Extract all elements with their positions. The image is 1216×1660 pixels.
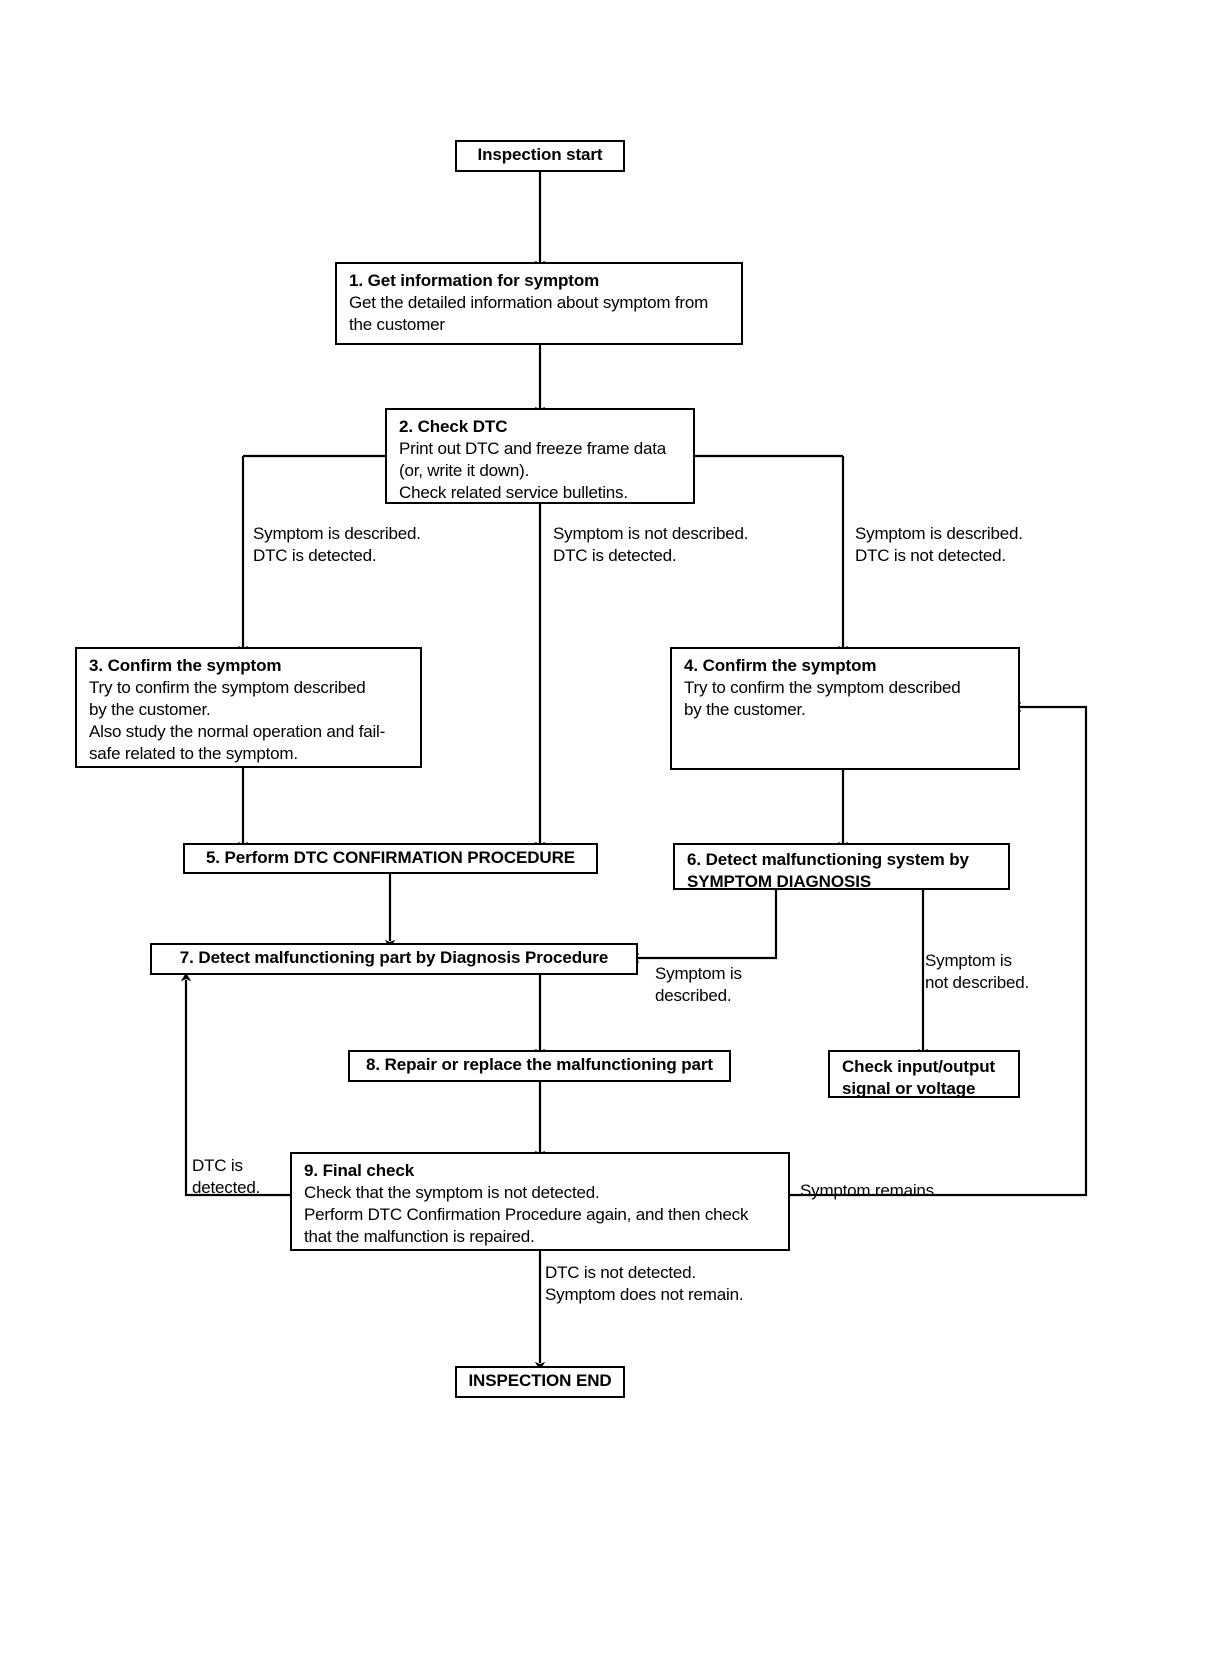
edge-step6-to-step7 [630, 889, 778, 964]
edge-label-symptom-not-described: Symptom is not described. [925, 951, 1029, 993]
node-step2-body: Print out DTC and freeze frame data (or,… [399, 439, 667, 503]
node-step8[interactable]: 8. Repair or replace the malfunctioning … [348, 1050, 731, 1082]
edge-label-branch-left: Symptom is described. DTC is detected. [253, 524, 421, 566]
edge-label-branch-middle: Symptom is not described. DTC is detecte… [553, 524, 749, 566]
node-step9-title: 9. Final check [304, 1161, 415, 1180]
node-step4-title: 4. Confirm the symptom [684, 656, 877, 675]
edge-label-dtc-detected: DTC is detected. [192, 1156, 261, 1198]
edge-label-final-pass: DTC is not detected. Symptom does not re… [545, 1263, 744, 1305]
edge-label-symptom-remains: Symptom remains. [800, 1181, 939, 1200]
node-step4[interactable]: 4. Confirm the symptom Try to confirm th… [670, 647, 1020, 770]
node-step3-title: 3. Confirm the symptom [89, 656, 282, 675]
edge-label-symptom-described: Symptom is described. [655, 964, 742, 1006]
node-step1-body: Get the detailed information about sympt… [349, 293, 709, 335]
node-step6[interactable]: 6. Detect malfunctioning system by SYMPT… [673, 843, 1010, 892]
node-step7[interactable]: 7. Detect malfunctioning part by Diagnos… [150, 943, 638, 975]
node-step2[interactable]: 2. Check DTC Print out DTC and freeze fr… [385, 408, 695, 504]
node-inspection-end[interactable]: INSPECTION END [455, 1366, 625, 1398]
edge-label-branch-right: Symptom is described. DTC is not detecte… [855, 524, 1023, 566]
node-step2-title: 2. Check DTC [399, 417, 508, 436]
node-inspection-start[interactable]: Inspection start [455, 140, 625, 172]
node-step7-title: 7. Detect malfunctioning part by Diagnos… [179, 948, 609, 968]
node-step5[interactable]: 5. Perform DTC CONFIRMATION PROCEDURE [183, 843, 598, 874]
node-step5-title: 5. Perform DTC CONFIRMATION PROCEDURE [205, 847, 576, 867]
node-step4-body: Try to confirm the symptom described by … [684, 678, 961, 720]
node-step3[interactable]: 3. Confirm the symptom Try to confirm th… [75, 647, 422, 768]
node-step9-body: Check that the symptom is not detected. … [304, 1183, 749, 1247]
node-check-io-title: Check input/output signal or voltage [842, 1057, 996, 1099]
node-step6-title: 6. Detect malfunctioning system by SYMPT… [687, 850, 969, 892]
node-inspection-start-title: Inspection start [477, 145, 603, 165]
node-step1[interactable]: 1. Get information for symptom Get the d… [335, 262, 743, 345]
node-inspection-end-title: INSPECTION END [468, 1371, 612, 1391]
node-step3-body: Try to confirm the symptom described by … [89, 678, 386, 764]
node-step9[interactable]: 9. Final check Check that the symptom is… [290, 1152, 790, 1251]
node-check-io[interactable]: Check input/output signal or voltage [828, 1050, 1020, 1098]
node-step1-title: 1. Get information for symptom [349, 271, 600, 290]
node-step8-title: 8. Repair or replace the malfunctioning … [365, 1055, 713, 1075]
